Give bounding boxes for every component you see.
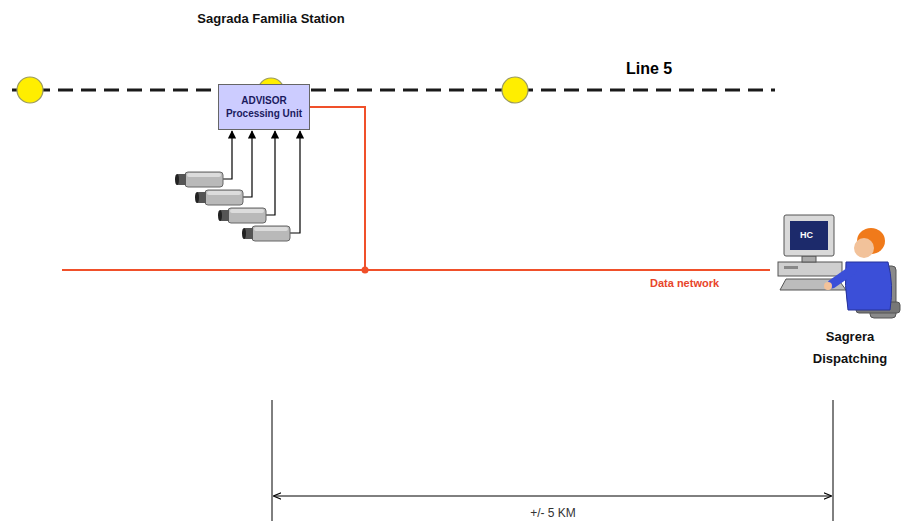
- label-anchor: Data network: [648, 277, 721, 289]
- dimension-arrow: [274, 496, 831, 497]
- line-name: Line 5: [626, 60, 672, 78]
- operator-face: [854, 238, 874, 258]
- processing-box: ADVISOR Processing Unit: [218, 84, 310, 130]
- box-label: ADVISOR Processing Unit: [223, 94, 305, 120]
- camera-icon: [242, 226, 290, 241]
- computer-base: [778, 262, 842, 276]
- screen-text: HC: [800, 230, 813, 240]
- station-circle: [17, 77, 43, 103]
- monitor-screen: [790, 221, 828, 250]
- station-circle: [502, 77, 528, 103]
- camera-body: [228, 208, 266, 223]
- camera-wire: [223, 131, 232, 179]
- camera-icon: [218, 208, 266, 223]
- operator-hand: [824, 282, 832, 290]
- camera-glass: [218, 210, 222, 221]
- drive-slot: [784, 266, 798, 269]
- camera-body: [252, 226, 290, 241]
- camera-body: [205, 190, 243, 205]
- edge-label: Data network: [648, 277, 721, 289]
- camera-wire: [266, 131, 275, 215]
- camera-top: [254, 227, 288, 231]
- camera-top: [207, 191, 241, 195]
- monitor-case: [784, 215, 834, 256]
- camera-glass: [195, 192, 199, 203]
- operator-workstation: [778, 215, 900, 318]
- monitor-stand: [802, 256, 816, 262]
- camera-top: [187, 173, 221, 177]
- camera-wire: [290, 131, 300, 233]
- operator-arm: [832, 270, 852, 284]
- label-anchor: HC: [800, 230, 813, 240]
- camera-icon: [195, 190, 243, 205]
- label-anchor: Line 5: [626, 60, 672, 78]
- camera-body: [185, 172, 223, 187]
- dimension-extension: [833, 400, 834, 521]
- node-heading: Sagrera Dispatching: [800, 326, 900, 370]
- node-heading: Sagrada Familia Station: [196, 8, 346, 30]
- camera-glass: [175, 174, 179, 185]
- dimension-extension: [272, 400, 273, 521]
- camera-top: [230, 209, 264, 213]
- network-line: [62, 269, 365, 271]
- network-link: [310, 107, 770, 270]
- camera-icon: [175, 172, 223, 187]
- camera-wire: [243, 131, 252, 197]
- camera-glass: [242, 228, 246, 239]
- dimension-label: +/- 5 KM: [530, 507, 576, 521]
- label-anchor: +/- 5 KM: [530, 507, 576, 521]
- metro-line: [12, 89, 775, 92]
- dispatch-workstation: Sagrera Dispatching: [770, 205, 905, 375]
